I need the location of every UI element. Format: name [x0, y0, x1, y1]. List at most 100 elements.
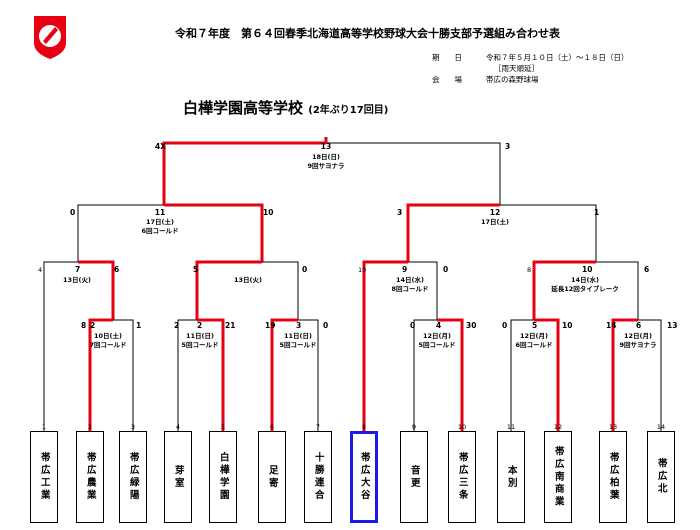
qf4-date: 14日(水): [571, 275, 599, 284]
team-box-2: 帯広農業: [76, 431, 104, 523]
team-box-7: 十勝連合: [304, 431, 332, 523]
team-name: 帯広大谷: [358, 452, 370, 502]
semi1-loser-line: [77, 204, 164, 262]
r1g3-left-score: 3: [296, 321, 301, 330]
period-value: 令和７年５月１０日（土）～１８日（日）: [486, 53, 629, 62]
qf3-outer-seed: 10: [358, 266, 366, 274]
r1g1-right-score: 1: [136, 321, 141, 330]
r1g4-right-score: 30: [466, 321, 476, 330]
qf4-winner-line: [532, 260, 596, 320]
team-box-3: 帯広緑陽: [119, 431, 147, 523]
qf2-date: 13日(火): [234, 276, 262, 284]
team-box-8: 帯広大谷: [350, 431, 378, 523]
r1g5-info: 6回コールド: [515, 340, 552, 349]
venue-value: 帯広の森野球場: [486, 75, 539, 84]
semi2-date: 17日(土): [481, 217, 509, 226]
team-number: 5: [221, 423, 225, 431]
final-info: 9回サヨナラ: [307, 161, 344, 170]
team-box-1: 帯広工業: [30, 431, 58, 523]
semi1-info: 6回コールド: [141, 226, 178, 235]
r1g3-loser-line: [298, 319, 319, 420]
team-box-11: 本別: [497, 431, 525, 523]
team-number: 6: [270, 423, 274, 431]
final-left-score: 4X: [155, 142, 166, 151]
team-name: 帯広北: [655, 458, 667, 496]
team-name: 本別: [505, 464, 517, 490]
team-name: 十勝連合: [312, 452, 324, 502]
team-box-6: 足寄: [258, 431, 286, 523]
team-box-12: 帯広南商業: [544, 431, 572, 523]
team-number: 9: [412, 423, 416, 431]
qf1-date: 13日(火): [63, 276, 91, 284]
qf2-right-score: 0: [302, 265, 307, 274]
r1g5-winner-line: [534, 318, 560, 420]
r1g6-left-score: 6: [636, 321, 641, 330]
champion-line: 白樺学園高等学校 (2年ぶり17回目): [183, 97, 388, 118]
r1g4-left-score: 4: [436, 321, 441, 330]
r1g6-date: 12日(月): [624, 332, 652, 340]
team-number: 14: [657, 423, 665, 431]
baseball-federation-logo-icon: [34, 16, 66, 59]
r1g3-right-score: 0: [323, 321, 328, 330]
qf1-right-score: 6: [114, 265, 119, 274]
final-game-no: 13: [321, 142, 331, 151]
team-box-9: 音更: [400, 431, 428, 523]
qf2-left-score: 5: [193, 265, 198, 274]
bracket-lines: [43, 137, 662, 431]
team-number: 2: [88, 423, 92, 431]
final-date: 18日(日): [312, 153, 340, 161]
qf3-info: 8回コールド: [391, 284, 428, 293]
r1g5-left-score: 5: [532, 321, 537, 330]
r1g2-info: 5回コールド: [181, 340, 218, 349]
r1g5-right-score: 10: [562, 321, 572, 330]
page-title: 令和７年度 第６４回春季北海道高等学校野球大会十勝支部予選組み合わせ表: [175, 27, 560, 40]
qf4-outer-seed: 8: [527, 266, 531, 274]
r1g4-game-no: 0: [410, 321, 415, 330]
r1g1-left-score: 2: [90, 321, 95, 330]
r1g2-game-no: 2: [174, 321, 179, 330]
final-winner-line: [162, 141, 326, 205]
r1g3-date: 11日(日): [284, 332, 312, 340]
team-box-5: 白樺学園: [209, 431, 237, 523]
team-box-4: 芽室: [164, 431, 192, 523]
team-number: 4: [176, 423, 180, 431]
qf2-winner-line: [195, 260, 262, 320]
r1g4-loser-line: [413, 319, 437, 420]
team-name: 帯広緑陽: [127, 452, 139, 502]
qf3-left-score: 9: [402, 265, 407, 274]
semi1-date: 17日(土): [146, 217, 174, 226]
r1g4-date: 12日(月): [423, 332, 451, 340]
champion-note: (2年ぶり17回目): [308, 105, 389, 116]
team-box-13: 帯広柏葉: [599, 431, 627, 523]
team-number: 1: [42, 423, 46, 431]
r1g6-right-score: 13: [667, 321, 677, 330]
qf1-loser-line: [43, 261, 78, 420]
team-number: 10: [458, 423, 466, 431]
qf3-date: 14日(水): [396, 275, 424, 284]
bracket-labels: 4X 3 13 18日(日) 9回サヨナラ 0 10 11 17日(土) 6回コ…: [38, 142, 677, 431]
r1g5-loser-line: [510, 319, 534, 420]
team-name: 足寄: [266, 464, 278, 490]
qf3-loser-line: [408, 261, 438, 320]
venue-label: 会 場: [432, 75, 462, 84]
qf2-loser-line: [262, 261, 299, 320]
qf1-left-score: 7: [75, 265, 80, 274]
r1g4-winner-line: [437, 318, 464, 420]
team-number: 13: [609, 423, 617, 431]
team-name: 白樺学園: [217, 452, 229, 502]
qf3-right-score: 0: [443, 265, 448, 274]
team-name: 帯広工業: [38, 452, 50, 502]
semi2-left-score: 3: [397, 208, 402, 217]
semi1-game-no: 11: [155, 208, 165, 217]
semi1-right-score: 10: [263, 208, 273, 217]
r1g1-loser-line: [113, 319, 134, 420]
r1g1-info: 7回コールド: [89, 340, 126, 349]
qf4-loser-line: [596, 261, 639, 320]
team-name: 帯広農業: [84, 452, 96, 502]
team-name: 帯広南商業: [552, 445, 564, 509]
final-loser-line: [326, 142, 501, 205]
period-label: 期 日: [432, 53, 462, 62]
team-number: 8: [362, 423, 366, 431]
semi1-left-score: 0: [70, 208, 75, 217]
qf3-winner-line: [362, 260, 408, 420]
